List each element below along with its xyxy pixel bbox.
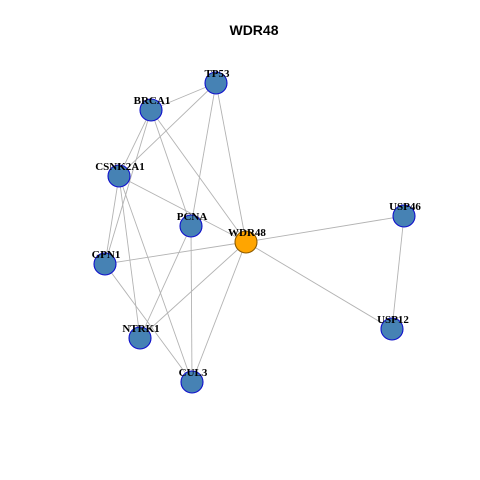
edge-csnk2a1-wdr48 — [118, 175, 247, 243]
node-label-usp12: USP12 — [377, 314, 409, 326]
node-label-cul3: CUL3 — [179, 367, 208, 379]
node-ntrk1 — [128, 326, 152, 350]
edge-csnk2a1-cul3 — [118, 175, 193, 383]
edge-wdr48-usp12 — [245, 241, 393, 330]
edge-brca1-pcna — [150, 109, 192, 227]
edge-wdr48-ntrk1 — [139, 241, 247, 339]
edge-tp53-wdr48 — [215, 82, 247, 243]
node-usp46 — [392, 204, 416, 228]
node-label-usp46: USP46 — [389, 201, 421, 213]
nodes-layer — [93, 71, 416, 394]
edge-usp46-usp12 — [391, 215, 405, 330]
edge-wdr48-gpn1 — [104, 241, 247, 265]
node-tp53 — [204, 71, 228, 95]
node-gpn1 — [93, 252, 117, 276]
edge-pcna-cul3 — [190, 225, 193, 383]
node-label-csnk2a1: CSNK2A1 — [95, 161, 145, 173]
edge-wdr48-cul3 — [191, 241, 247, 383]
edge-tp53-brca1 — [150, 82, 217, 111]
node-label-ntrk1: NTRK1 — [122, 323, 159, 335]
node-label-brca1: BRCA1 — [134, 95, 171, 107]
edge-pcna-ntrk1 — [139, 225, 192, 339]
node-wdr48 — [234, 230, 258, 254]
edge-tp53-csnk2a1 — [118, 82, 217, 177]
diagram-title: WDR48 — [229, 22, 278, 38]
edge-wdr48-usp46 — [245, 215, 405, 243]
edge-csnk2a1-gpn1 — [104, 175, 120, 265]
edge-gpn1-cul3 — [104, 263, 193, 383]
node-label-tp53: TP53 — [204, 68, 230, 80]
edge-brca1-gpn1 — [104, 109, 152, 265]
edge-brca1-wdr48 — [150, 109, 247, 243]
node-label-pcna: PCNA — [177, 211, 208, 223]
node-csnk2a1 — [107, 164, 131, 188]
node-brca1 — [139, 98, 163, 122]
node-label-wdr48: WDR48 — [228, 227, 266, 239]
edge-brca1-csnk2a1 — [118, 109, 152, 177]
edge-csnk2a1-ntrk1 — [118, 175, 141, 339]
node-usp12 — [380, 317, 404, 341]
node-cul3 — [180, 370, 204, 394]
node-label-gpn1: GPN1 — [92, 249, 121, 261]
edge-tp53-pcna — [190, 82, 217, 227]
edges-layer — [104, 82, 405, 383]
node-pcna — [179, 214, 203, 238]
